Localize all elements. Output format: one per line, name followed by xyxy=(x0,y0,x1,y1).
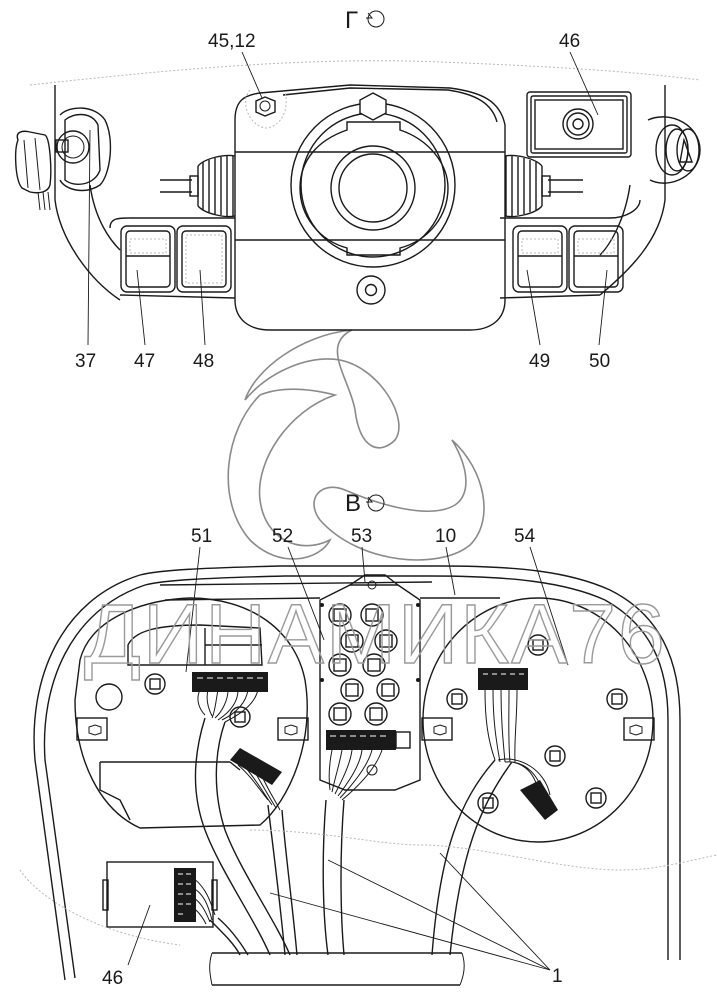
svg-text:В: В xyxy=(345,490,361,517)
right-bellows xyxy=(504,154,583,218)
callout-50: 50 xyxy=(589,351,610,372)
callout-52: 52 xyxy=(272,526,293,547)
ignition-switch xyxy=(14,107,112,211)
instrument-panel-housing xyxy=(33,565,681,981)
watermark-text: ДИНАМИКА76 xyxy=(84,587,667,681)
top-hex-nut xyxy=(359,92,387,121)
callout-46-bottom: 46 xyxy=(102,968,123,989)
callout-48: 48 xyxy=(193,351,214,372)
rocker-switch-47 xyxy=(120,225,176,293)
right-gauge xyxy=(421,597,655,956)
top-leader-lines xyxy=(87,51,608,346)
rocker-switch-50 xyxy=(568,225,624,293)
middle-connector xyxy=(230,748,298,956)
callout-54: 54 xyxy=(514,526,536,547)
view-g-label: Г xyxy=(345,7,385,34)
bottom-faint-outline xyxy=(19,829,717,946)
callout-1: 1 xyxy=(552,966,563,987)
rocker-switch-49 xyxy=(512,225,568,293)
bottom-leader-lines xyxy=(127,546,569,971)
watermark-logo xyxy=(227,329,485,561)
rocker-switch-48 xyxy=(176,225,232,293)
callout-53: 53 xyxy=(351,526,372,547)
hazard-button xyxy=(647,116,701,184)
hex-bolt-45-12 xyxy=(245,89,287,129)
callout-10: 10 xyxy=(435,526,456,547)
callout-51: 51 xyxy=(191,526,212,547)
joystick-housing xyxy=(234,84,506,331)
left-gauge xyxy=(74,597,309,829)
left-gauge-harness xyxy=(194,689,291,956)
top-faint-outline xyxy=(29,60,701,86)
left-bellows xyxy=(160,154,236,218)
callout-45-12: 45,12 xyxy=(208,31,256,52)
top-bezel xyxy=(54,85,666,301)
indicator-lamps xyxy=(328,603,400,726)
callout-37: 37 xyxy=(75,351,96,372)
switch-panel-46 xyxy=(526,91,632,158)
callout-47: 47 xyxy=(134,351,155,372)
indicator-block xyxy=(319,574,421,956)
callout-46-top: 46 xyxy=(559,31,580,52)
view-v-label: В xyxy=(345,490,385,517)
relay-module-46 xyxy=(102,861,249,956)
svg-text:Г: Г xyxy=(345,7,358,34)
harness-base-plate xyxy=(209,952,465,986)
callout-49: 49 xyxy=(529,351,550,372)
